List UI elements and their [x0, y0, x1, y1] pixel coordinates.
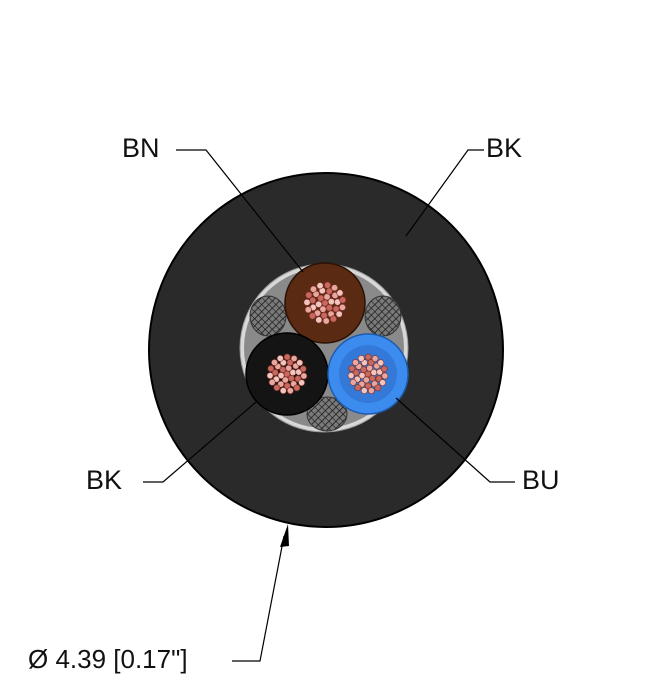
copper-strand	[329, 315, 337, 323]
copper-strand	[360, 387, 368, 394]
label-bn: BN	[122, 133, 160, 163]
copper-strand	[303, 298, 311, 306]
copper-strand	[266, 372, 274, 379]
copper-strand	[364, 382, 372, 390]
copper-strand	[305, 291, 313, 299]
copper-strand	[304, 306, 312, 314]
diameter-leader-line	[232, 535, 285, 662]
copper-strand	[267, 365, 275, 372]
copper-strand	[283, 353, 291, 361]
diameter-arrowhead	[280, 524, 289, 547]
copper-strand	[357, 354, 365, 362]
copper-strand	[325, 304, 333, 312]
copper-strand	[367, 359, 375, 366]
copper-strand	[315, 300, 323, 308]
copper-strand	[352, 359, 359, 366]
copper-strand	[339, 296, 347, 304]
copper-strand	[377, 359, 385, 367]
copper-strand	[273, 384, 281, 392]
copper-strand	[286, 387, 294, 395]
copper-strand	[271, 359, 278, 366]
copper-strand	[281, 376, 289, 384]
copper-strand	[327, 298, 335, 306]
copper-strand	[300, 372, 308, 380]
copper-strand	[348, 365, 356, 372]
leader-line-bk-top	[405, 149, 484, 237]
leader-line-bn	[176, 149, 304, 273]
copper-strand	[352, 369, 360, 376]
copper-strand	[367, 387, 375, 395]
diameter-label: Ø 4.39 [0.17"]	[28, 644, 188, 674]
copper-strand	[331, 284, 339, 292]
copper-strand	[324, 281, 332, 289]
copper-strand	[379, 379, 387, 387]
strand-bundle-black	[266, 353, 308, 395]
copper-strand	[380, 365, 388, 373]
copper-strand	[335, 310, 343, 318]
leader-line-bu	[395, 397, 515, 483]
copper-strand	[308, 312, 316, 320]
label-bu: BU	[522, 465, 560, 495]
copper-strand	[298, 379, 306, 387]
copper-strand	[279, 387, 287, 394]
copper-strand	[296, 359, 304, 367]
copper-strand	[283, 382, 291, 390]
copper-strand	[286, 359, 294, 366]
strand-bundle-brown	[303, 281, 347, 325]
copper-strand	[315, 316, 323, 324]
conductor-brown	[284, 262, 366, 344]
copper-strand	[374, 384, 382, 392]
conductor-blue	[327, 333, 409, 415]
conductor-black	[245, 332, 329, 416]
copper-strand	[336, 289, 344, 297]
leader-line-bk-left	[143, 401, 257, 483]
strand-bundle-blue	[347, 353, 389, 395]
copper-strand	[293, 384, 301, 392]
copper-strand	[290, 355, 298, 362]
copper-strand	[354, 384, 362, 392]
label-bk-jacket: BK	[486, 133, 523, 163]
label-bk-conductor: BK	[86, 465, 123, 495]
filler-thread-right	[364, 295, 402, 337]
copper-strand	[371, 355, 379, 362]
copper-strand	[381, 372, 389, 380]
copper-strand	[349, 378, 357, 386]
copper-strand	[276, 354, 284, 362]
copper-strand	[289, 369, 297, 376]
copper-strand	[309, 285, 317, 293]
copper-strand	[347, 372, 355, 379]
copper-strand	[299, 365, 307, 373]
copper-strand	[338, 303, 346, 311]
copper-strand	[332, 305, 340, 313]
copper-strand	[362, 376, 370, 384]
copper-strand	[364, 353, 372, 361]
filler-thread-bottom	[306, 396, 348, 432]
copper-strand	[322, 317, 330, 325]
copper-strand	[268, 378, 276, 386]
copper-strand	[271, 369, 279, 376]
copper-strand	[316, 282, 324, 290]
copper-strand	[370, 369, 378, 376]
filler-thread-left	[249, 295, 287, 337]
